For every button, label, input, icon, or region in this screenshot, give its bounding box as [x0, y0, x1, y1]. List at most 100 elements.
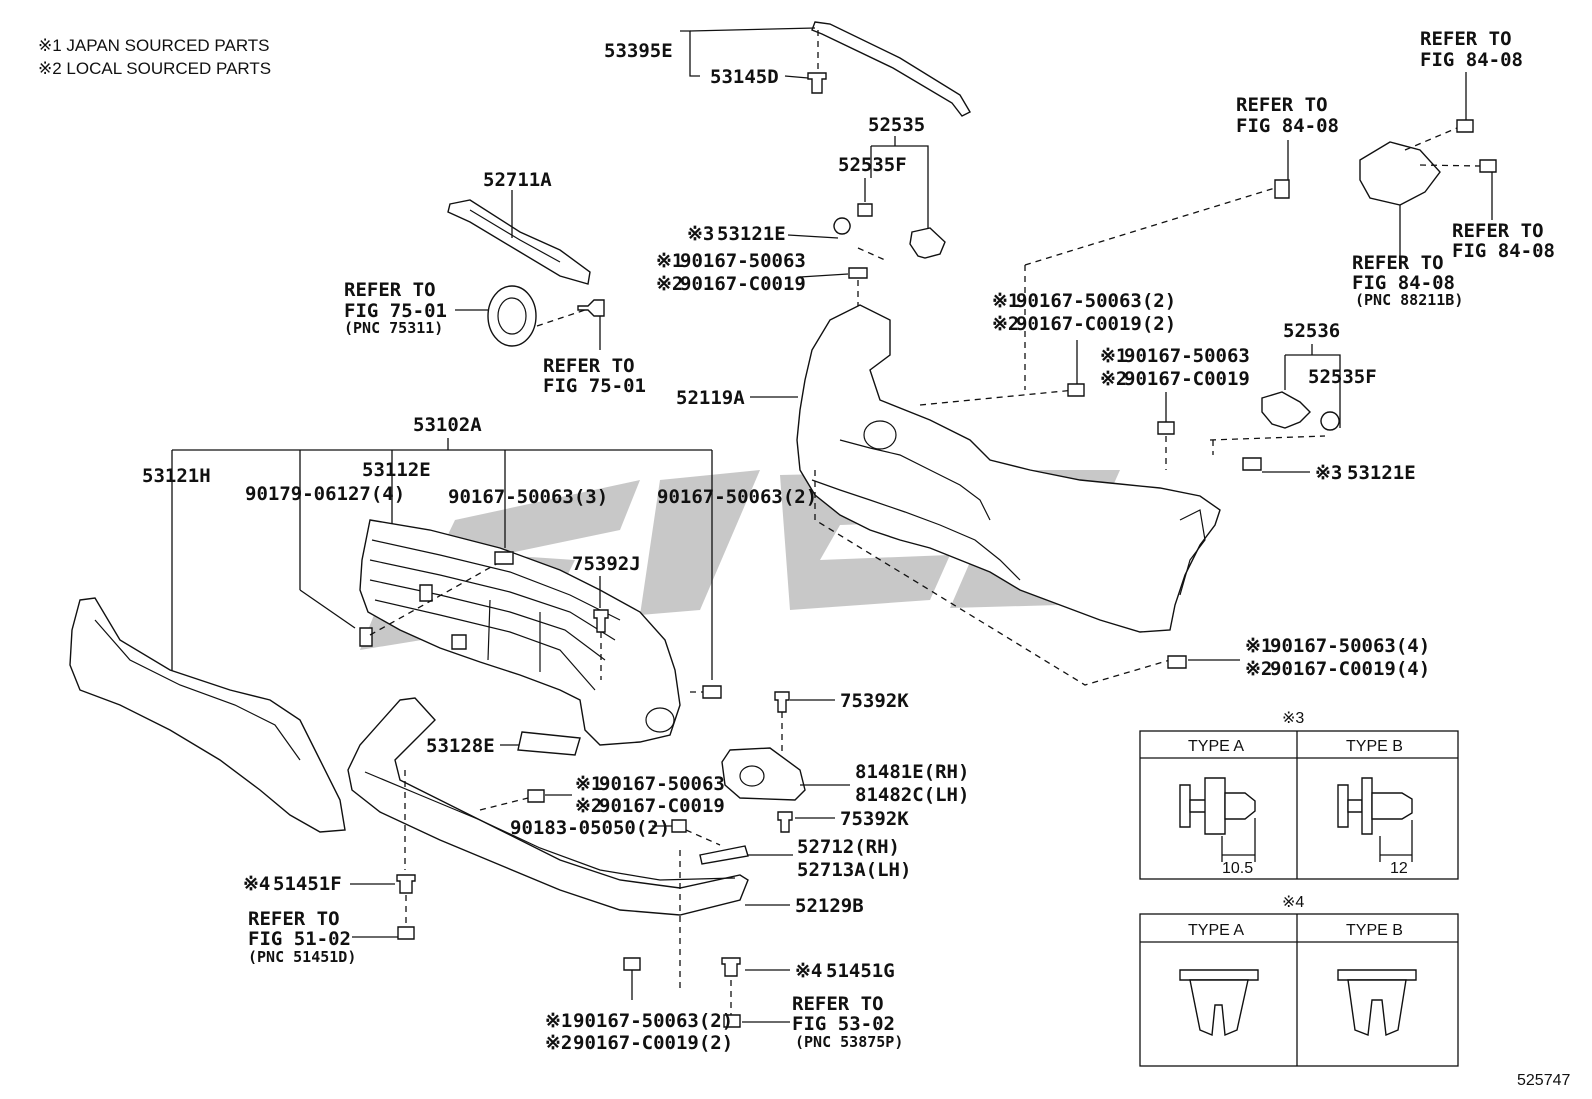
label-90167-C0019-mid: 90167-C0019 [599, 795, 725, 817]
label-51451G: 51451G [826, 960, 895, 982]
table3-type-b: TYPE B [1346, 738, 1403, 755]
marker-n3-top: ※3 [687, 223, 714, 245]
marker-m1-r3: ※1 [1245, 635, 1272, 657]
table3-type-a: TYPE A [1188, 738, 1244, 755]
label-refer-53-02-line1[interactable]: REFER TO [792, 993, 884, 1015]
radar-sensor-part [1274, 119, 1497, 206]
label-90167-50063-2: 90167-50063(2) [657, 486, 817, 508]
label-53121E-top: 53121E [717, 223, 786, 245]
marker-m1-mid: ※1 [575, 773, 602, 795]
label-refer-84-08-b-line1[interactable]: REFER TO [1236, 94, 1328, 116]
label-refer-51-02-line1[interactable]: REFER TO [248, 908, 340, 930]
label-refer-84-08-a-line1[interactable]: REFER TO [1420, 28, 1512, 50]
label-refer-51-02-line2[interactable]: FIG 51-02 [248, 928, 351, 950]
clip-53121E-r-part [1242, 457, 1262, 471]
lower-molding-part [69, 597, 346, 833]
bolt-bottom-part [623, 957, 641, 971]
cover-dashed-outline [814, 470, 1171, 686]
push-clip-type-a-icon [1179, 969, 1259, 1037]
label-90167-C0019-r3: 90167-C0019(4) [1270, 658, 1430, 680]
table-clip-types-4: ※4 TYPE A TYPE B [1139, 894, 1459, 1067]
bolt-mid-part [527, 789, 545, 803]
label-refer-84-08-b-line2[interactable]: FIG 84-08 [1236, 115, 1339, 137]
bolt-53875P-part [723, 1014, 741, 1028]
bracket-52535-part [833, 203, 946, 259]
label-refer-53-02-line2[interactable]: FIG 53-02 [792, 1013, 895, 1035]
label-53121E-r: 53121E [1347, 462, 1416, 484]
label-53128E: 53128E [426, 735, 495, 757]
label-52713A: 52713A(LH) [797, 859, 911, 881]
clip-51451G-part [721, 957, 741, 977]
cover-53128E-part [517, 731, 581, 756]
label-52536: 52536 [1283, 320, 1340, 342]
label-52711A: 52711A [483, 169, 552, 191]
label-53395E: 53395E [604, 40, 673, 62]
bolt-r2-part [1157, 421, 1175, 435]
label-53121H: 53121H [142, 465, 211, 487]
bolt-grille-right-part [702, 685, 722, 699]
label-90167-C0019-bot: 90167-C0019(2) [573, 1032, 733, 1054]
emblem-part [487, 285, 605, 347]
grille-trim-part [447, 199, 591, 285]
label-90167-50063-r2: 90167-50063 [1124, 345, 1250, 367]
label-75392K-b: 75392K [840, 808, 909, 830]
clip-51451F-part [396, 874, 416, 894]
bracket-52536-part [1261, 391, 1340, 431]
label-90167-50063-mid: 90167-50063 [599, 773, 725, 795]
marker-m2-mid: ※2 [575, 795, 602, 817]
lower-spoiler-part [347, 697, 749, 916]
clip-75392K-b-part [777, 811, 793, 833]
marker-n4-b: ※4 [795, 960, 822, 982]
label-refer-84-08-c-line1[interactable]: REFER TO [1452, 220, 1544, 242]
marker-m1-r1: ※1 [992, 290, 1019, 312]
label-81481E: 81481E(RH) [855, 761, 969, 783]
label-refer-75-01-a-line1[interactable]: REFER TO [344, 279, 436, 301]
marker-m2-top: ※2 [656, 273, 683, 295]
marker-m2-r2: ※2 [1100, 368, 1127, 390]
bolt-grille-part [494, 551, 514, 565]
push-clip-type-b-icon [1337, 969, 1417, 1037]
label-refer-84-08-d-pnc: (PNC 88211B) [1355, 291, 1463, 309]
label-52535F-r: 52535F [1308, 366, 1377, 388]
marker-m2-r3: ※2 [1245, 658, 1272, 680]
label-53112E: 53112E [362, 459, 431, 481]
label-refer-84-08-d-line2[interactable]: FIG 84-08 [1352, 272, 1455, 294]
bolt-r1-part [1067, 383, 1085, 397]
nut-90183-part [671, 819, 687, 833]
label-53102A: 53102A [413, 414, 482, 436]
label-refer-84-08-c-line2[interactable]: FIG 84-08 [1452, 240, 1555, 262]
table3-title: ※3 [1282, 710, 1304, 727]
diagram-id: 525747 [1517, 1072, 1570, 1089]
marker-m1-r2: ※1 [1100, 345, 1127, 367]
label-refer-75-01-b-line1[interactable]: REFER TO [543, 355, 635, 377]
label-90167-50063-r3: 90167-50063(4) [1270, 635, 1430, 657]
bolt-51451D-part [397, 926, 415, 940]
label-75392J: 75392J [572, 553, 641, 575]
label-90167-50063-3: 90167-50063(3) [448, 486, 608, 508]
label-refer-75-01-b-line2[interactable]: FIG 75-01 [543, 375, 646, 397]
label-refer-84-08-d-line1[interactable]: REFER TO [1352, 252, 1444, 274]
table3-dim-a: 10.5 [1222, 860, 1253, 877]
label-52129B: 52129B [795, 895, 864, 917]
label-52535: 52535 [868, 114, 925, 136]
leader-53395E [680, 30, 700, 77]
table3-dim-b: 12 [1390, 860, 1408, 877]
grille-part [359, 519, 681, 746]
clip-75392K-a-part [774, 691, 790, 713]
table-clip-types-3: ※3 TYPE A TYPE B 10.5 12 [1139, 710, 1459, 880]
label-52712: 52712(RH) [797, 836, 900, 858]
label-52119A: 52119A [676, 387, 745, 409]
clip-type-a-icon [1179, 777, 1256, 862]
marker-n4-a: ※4 [243, 873, 270, 895]
label-refer-75-01-a-line2[interactable]: FIG 75-01 [344, 300, 447, 322]
label-refer-84-08-a-line2[interactable]: FIG 84-08 [1420, 49, 1523, 71]
table4-type-b: TYPE B [1346, 922, 1403, 939]
label-90179-06127: 90179-06127(4) [245, 483, 405, 505]
label-81482C: 81482C(LH) [855, 784, 969, 806]
bracket-52712-part [699, 845, 749, 865]
label-90183-05050: 90183-05050(2) [510, 817, 670, 839]
label-90167-C0019-r2: 90167-C0019 [1124, 368, 1250, 390]
label-refer-75-01-a-pnc: (PNC 75311) [344, 319, 443, 337]
label-refer-53-02-pnc: (PNC 53875P) [795, 1033, 903, 1051]
